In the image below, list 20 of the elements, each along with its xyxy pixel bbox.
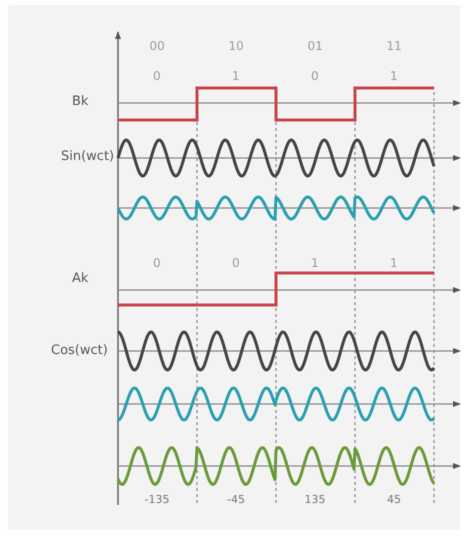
signal-label: Bk — [72, 95, 88, 108]
bit-pair-label: 01 — [308, 40, 323, 52]
phase-label: -135 — [144, 494, 170, 505]
phase-label: 45 — [387, 494, 401, 505]
bit-value-label: 1 — [390, 257, 398, 269]
signal-label: Sin(wct) — [61, 150, 114, 163]
phase-label: 135 — [304, 494, 326, 505]
bit-value-label: 0 — [232, 257, 240, 269]
bit-value-label: 1 — [311, 257, 319, 269]
bit-pair-label: 11 — [386, 40, 402, 52]
bit-value-label: 0 — [153, 257, 161, 269]
bit-value-label: 1 — [232, 70, 240, 82]
phase-label: -45 — [227, 494, 245, 505]
bit-value-label: 1 — [390, 70, 398, 82]
bit-pair-label: 00 — [150, 40, 165, 52]
bit-value-label: 0 — [153, 70, 161, 82]
bit-value-label: 0 — [311, 70, 319, 82]
signal-label: Ak — [72, 272, 88, 285]
bit-pair-label: 10 — [228, 40, 244, 52]
signal-label: Cos(wct) — [51, 344, 108, 357]
